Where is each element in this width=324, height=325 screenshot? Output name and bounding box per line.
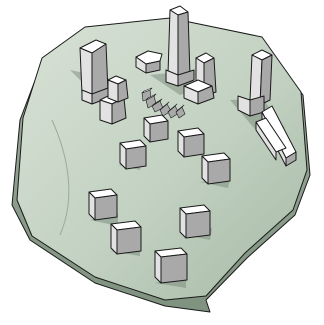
tower-right [237,49,273,117]
cube-block [177,127,205,158]
cube-blocks [88,114,231,284]
tower-left-front [99,75,129,125]
terrain-fold-line [51,119,70,236]
tower-right-center [183,52,217,105]
slab-building [255,105,297,167]
cube-block [119,139,147,170]
cube-block [154,247,188,284]
cube-block [88,188,118,221]
low-rise-pavilion [135,50,163,74]
cube-block [110,220,142,255]
cube-block [201,152,231,185]
tower-center [165,5,195,87]
crescent-arcade [141,87,186,119]
cube-block [143,114,169,143]
tower-left [79,39,109,105]
cube-block [179,204,211,239]
